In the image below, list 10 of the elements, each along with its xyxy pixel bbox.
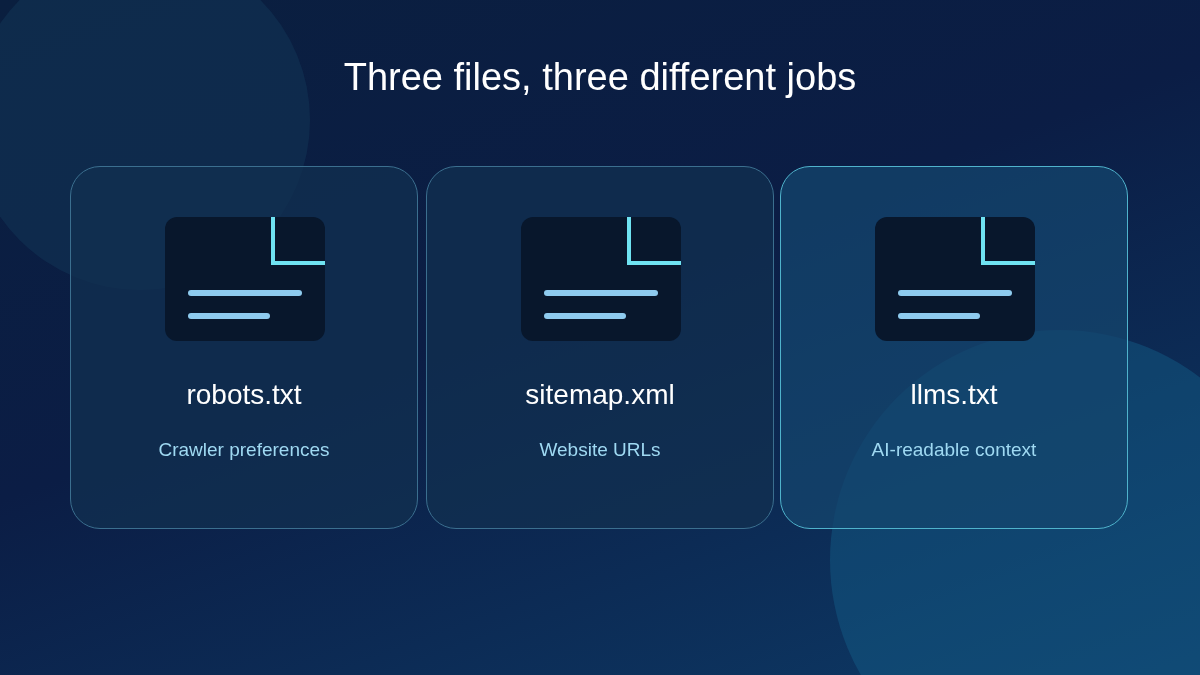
file-name: robots.txt [185, 379, 303, 411]
file-name: llms.txt [909, 379, 999, 411]
file-description: Crawler preferences [157, 439, 331, 461]
file-description: Website URLs [538, 439, 662, 461]
file-name: sitemap.xml [524, 379, 676, 411]
file-description: AI-readable context [870, 439, 1038, 461]
file-card [780, 166, 1128, 529]
file-card [70, 166, 418, 529]
file-card [426, 166, 774, 529]
title: Three files, three different jobs [342, 56, 858, 99]
